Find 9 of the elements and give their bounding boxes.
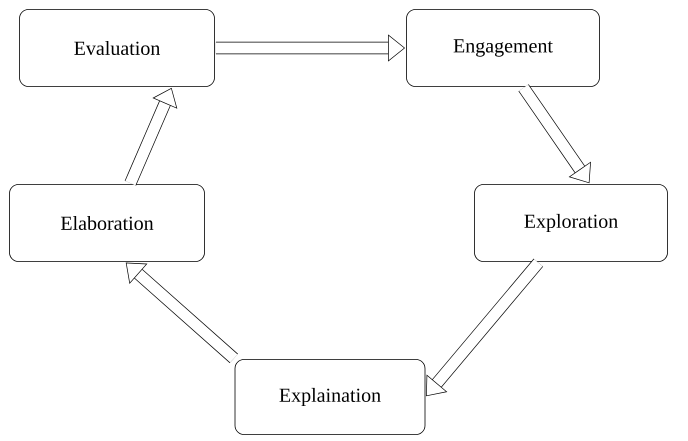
- block-arrow: [426, 258, 544, 396]
- block-arrow: [126, 262, 238, 364]
- process-box: Elaboration: [9, 184, 205, 262]
- process-box: Exploration: [474, 184, 668, 262]
- block-arrow: [518, 84, 591, 184]
- process-box: Evaluation: [19, 9, 215, 87]
- block-arrow: [124, 88, 178, 186]
- process-box: Engagement: [406, 9, 600, 87]
- process-box: Explaination: [234, 359, 426, 435]
